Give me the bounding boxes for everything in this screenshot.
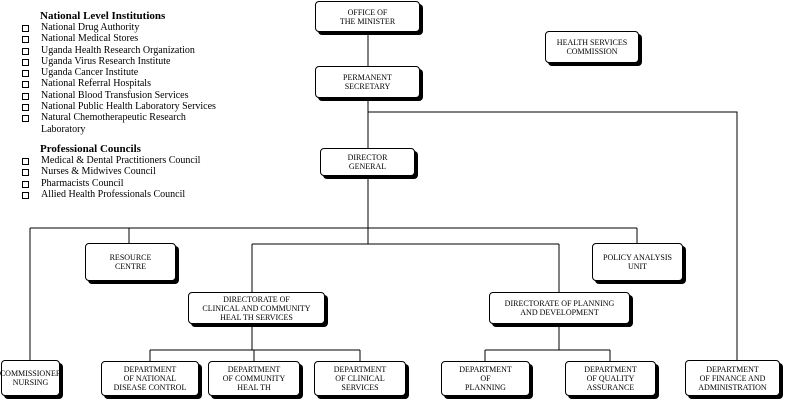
policy-analysis-unit-box: POLICY ANALYSIS UNIT [592,243,683,281]
box-label: COMMISSIONER NURSING [0,369,62,387]
box-label: OFFICE OF THE MINISTER [339,7,396,26]
dept-community-health-box: DEPARTMENT OF COMMUNITY HEAL TH [208,361,300,396]
list-item: Medical & Dental Practitioners Council [20,155,270,166]
resource-centre-box: RESOURCE CENTRE [85,243,176,281]
list-item: Natural Chemotherapeutic Research Labora… [20,112,231,135]
professional-councils-heading: Professional Councils [40,143,141,155]
national-institutions-heading: National Level Institutions [40,10,166,22]
list-item: Uganda Health Research Organization [20,45,260,56]
national-institutions-list: National Drug Authority National Medical… [20,22,260,135]
box-label: DEPARTMENT OF NATIONAL DISEASE CONTROL [113,365,187,392]
list-item: National Public Health Laboratory Servic… [20,101,260,112]
director-general-box: DIRECTOR GENERAL [320,148,415,176]
box-label: RESOURCE CENTRE [109,253,152,271]
box-label: DIRECTORATE OF PLANNING AND DEVELOPMENT [504,299,615,317]
commissioner-nursing-box: COMMISSIONER NURSING [0,360,62,396]
box-label: DIRECTORATE OF CLINICAL AND COMMUNITY HE… [202,294,311,322]
list-item: Pharmacists Council [20,178,270,189]
list-item: Nurses & Midwives Council [20,166,270,177]
directorate-planning-box: DIRECTORATE OF PLANNING AND DEVELOPMENT [489,292,630,324]
list-item: Uganda Cancer Institute [20,67,260,78]
box-label: HEALTH SERVICES COMMISSION [556,38,628,56]
box-label: DEPARTMENT OF COMMUNITY HEAL TH [222,365,286,392]
box-label: DEPARTMENT OF FINANCE AND ADMINISTRATION [698,364,767,392]
professional-councils-list: Medical & Dental Practitioners Council N… [20,155,270,200]
box-label: DEPARTMENT OF CLINICAL SERVICES [333,365,387,392]
health-services-commission-box: HEALTH SERVICES COMMISSION [545,31,639,63]
box-label: DEPARTMENT OF PLANNING [459,365,512,392]
dept-finance-admin-box: DEPARTMENT OF FINANCE AND ADMINISTRATION [685,360,780,396]
box-label: POLICY ANALYSIS UNIT [603,253,672,271]
list-item: National Medical Stores [20,33,260,44]
dept-quality-assurance-box: DEPARTMENT OF QUALITY ASSURANCE [565,361,656,396]
list-item: Uganda Virus Research Institute [20,56,260,67]
list-item: National Referral Hospitals [20,78,260,89]
permanent-secretary-box: PERMANENT SECRETARY [315,66,420,98]
dept-planning-box: DEPARTMENT OF PLANNING [441,361,530,396]
dept-disease-control-box: DEPARTMENT OF NATIONAL DISEASE CONTROL [101,361,199,396]
list-item: National Drug Authority [20,22,260,33]
list-item: National Blood Transfusion Services [20,90,260,101]
box-label: DEPARTMENT OF QUALITY ASSURANCE [584,365,637,392]
box-label: DIRECTOR GENERAL [347,153,388,171]
dept-clinical-services-box: DEPARTMENT OF CLINICAL SERVICES [314,361,406,396]
box-label: PERMANENT SECRETARY [343,73,392,91]
list-item: Allied Health Professionals Council [20,189,270,200]
office-of-minister-box: OFFICE OF THE MINISTER [315,1,420,32]
directorate-clinical-box: DIRECTORATE OF CLINICAL AND COMMUNITY HE… [188,292,325,324]
